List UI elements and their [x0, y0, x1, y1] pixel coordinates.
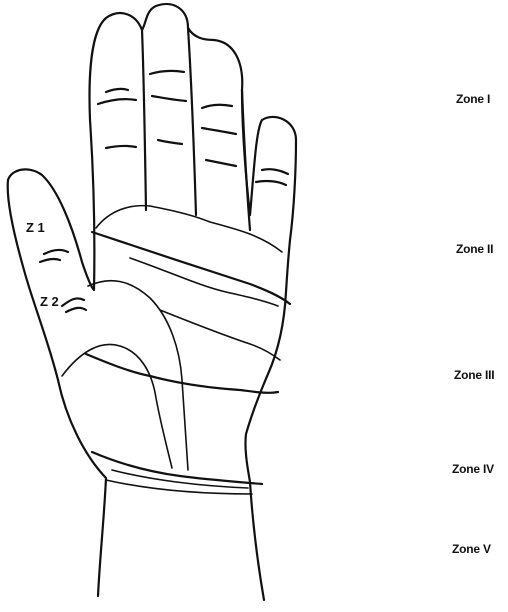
zone-3-label: Zone III — [454, 368, 494, 382]
finger-divider — [188, 28, 196, 215]
finger-crease — [150, 71, 184, 74]
zone-4-band — [92, 452, 262, 484]
thumb-crease — [66, 308, 86, 312]
finger-crease — [106, 146, 136, 148]
zone-2-band-upper — [92, 232, 290, 304]
thumb-crease — [44, 250, 68, 254]
thumb-zone-2-label: Z 2 — [40, 294, 59, 309]
zone-4-label: Zone IV — [452, 462, 494, 476]
finger-crease — [202, 128, 236, 134]
palm-pad-outline — [96, 206, 282, 252]
finger-divider — [142, 30, 146, 210]
thenar-curve — [62, 344, 172, 468]
thumb-crease — [40, 259, 60, 262]
zone-5-label: Zone V — [452, 542, 491, 556]
finger-crease — [106, 89, 128, 92]
finger-crease — [202, 105, 232, 108]
zone-2-label: Zone II — [456, 242, 493, 256]
palm-crease — [88, 281, 188, 470]
thumb-crease — [62, 298, 84, 306]
zone-1-label: Zone I — [456, 92, 490, 106]
finger-crease — [158, 140, 182, 144]
palm-crease — [130, 258, 278, 306]
finger-divider — [242, 90, 250, 230]
thumb-zone-1-label: Z 1 — [26, 220, 45, 235]
finger-crease — [98, 99, 136, 104]
finger-crease — [256, 181, 286, 185]
finger-crease — [206, 160, 236, 166]
finger-crease — [262, 169, 288, 174]
finger-crease — [152, 96, 186, 101]
